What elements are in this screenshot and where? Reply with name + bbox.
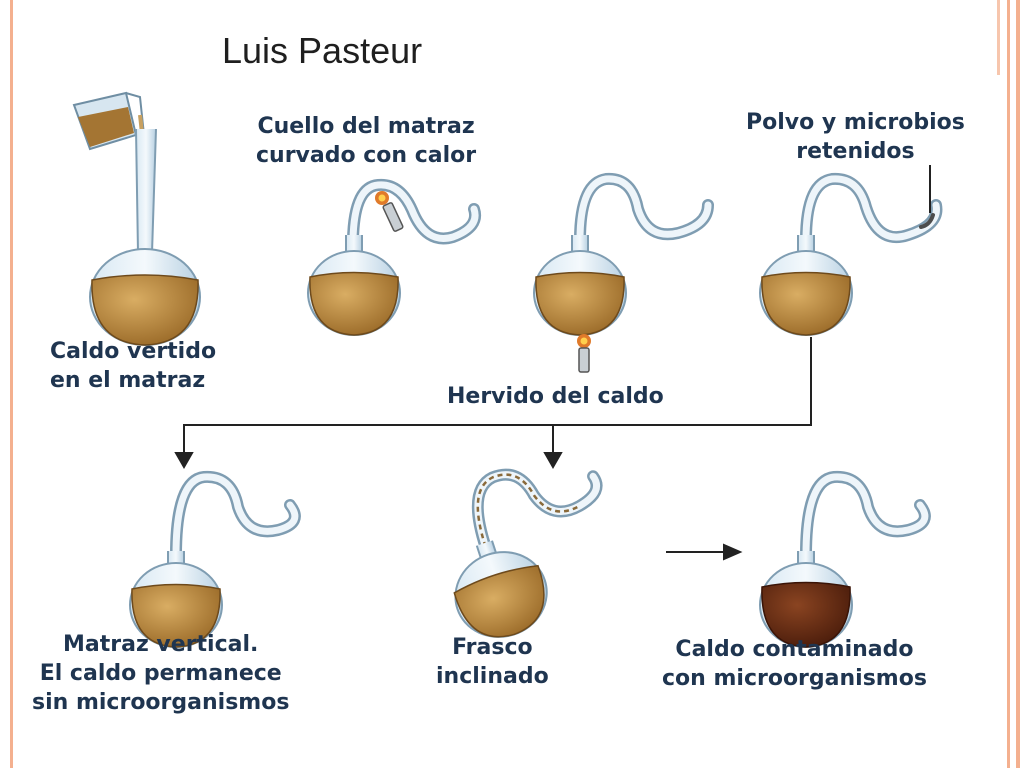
label-line: Caldo contaminado bbox=[675, 637, 914, 662]
label-boiled: Hervido del caldo bbox=[447, 384, 664, 409]
burner-icon bbox=[375, 191, 404, 232]
label-broth-poured: Caldo vertido en el matraz bbox=[50, 337, 216, 395]
label-line: Polvo y microbios bbox=[746, 110, 965, 135]
label-line: Cuello del matraz bbox=[257, 114, 475, 139]
right-frame-line-outer bbox=[1016, 0, 1020, 768]
right-frame-line-middle bbox=[1007, 0, 1010, 768]
flask-vertical bbox=[129, 470, 301, 648]
label-vertical-flask: Matraz vertical. El caldo permanece sin … bbox=[32, 630, 289, 717]
label-line: Caldo vertido bbox=[50, 339, 217, 364]
label-line: retenidos bbox=[796, 139, 915, 164]
label-neck-curved: Cuello del matraz curvado con calor bbox=[256, 112, 476, 170]
flask-broth-poured bbox=[72, 91, 201, 346]
flask-contaminated bbox=[759, 470, 931, 648]
diagram-illustration bbox=[72, 91, 943, 648]
connector-arrows bbox=[174, 337, 812, 561]
pasteur-experiment-diagram: Caldo vertido en el matraz Cuello del ma… bbox=[28, 75, 1000, 768]
label-line: en el matraz bbox=[50, 368, 206, 393]
label-line: con microorganismos bbox=[662, 666, 927, 691]
flask-tilted bbox=[453, 468, 603, 638]
label-line: Frasco bbox=[452, 635, 533, 660]
label-line: curvado con calor bbox=[256, 143, 477, 168]
label-line: El caldo permanece bbox=[39, 661, 282, 686]
label-dust-retained: Polvo y microbios retenidos bbox=[746, 108, 965, 166]
label-line: sin microorganismos bbox=[32, 690, 290, 715]
burner-icon bbox=[577, 334, 591, 373]
beaker-icon bbox=[72, 91, 146, 151]
label-contaminated: Caldo contaminado con microorganismos bbox=[662, 635, 927, 693]
label-line: Matraz vertical. bbox=[63, 632, 259, 657]
slide-title: Luis Pasteur bbox=[222, 30, 423, 71]
flask-boiling bbox=[533, 172, 714, 373]
label-line: inclinado bbox=[436, 664, 549, 689]
label-tilted-flask: Frasco inclinado bbox=[436, 633, 549, 691]
left-frame-line bbox=[10, 0, 13, 768]
flask-dust-retained bbox=[759, 165, 943, 336]
flask-neck-curving bbox=[307, 178, 481, 336]
